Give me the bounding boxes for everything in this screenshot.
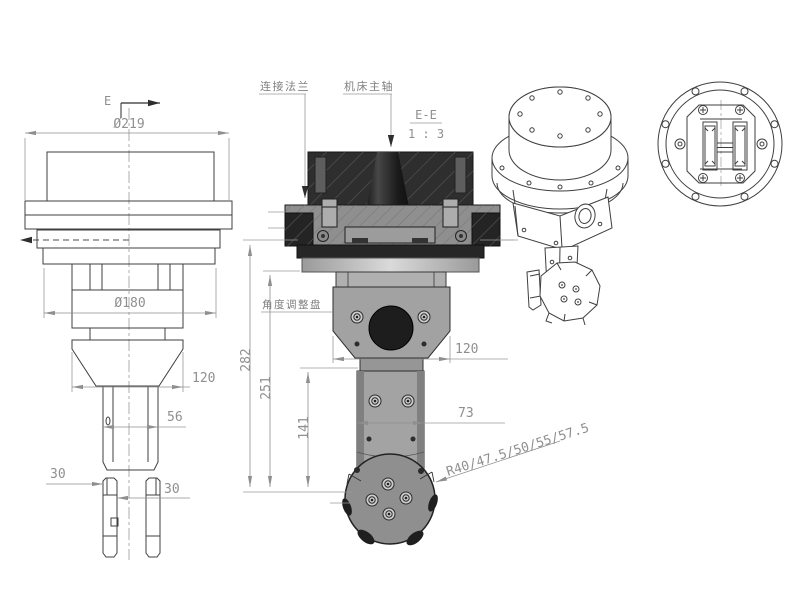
label-section-ee: E-E [415, 108, 437, 122]
label-section-scale: 1 : 3 [408, 127, 444, 141]
dim-width-30-left: 30 [50, 467, 66, 482]
dim-height-141: 141 [297, 416, 312, 439]
dim-diameter-219: Ø219 [113, 117, 144, 132]
bottom-view-plate [686, 104, 756, 184]
bottom-view [657, 81, 783, 207]
label-connecting-flange: 连接法兰 [260, 79, 310, 93]
dim-width-120-side: 120 [192, 371, 215, 386]
label-machine-spindle: 机床主轴 [344, 79, 394, 93]
dim-width-56: 56 [167, 410, 183, 425]
flange-bolt-left [321, 198, 338, 228]
angle-dial [368, 305, 414, 351]
dim-height-282: 282 [239, 348, 254, 371]
label-angle-adjustment-plate: 角度调整盘 [262, 298, 322, 311]
dim-diameter-180: Ø180 [114, 296, 145, 311]
isometric-view [480, 86, 629, 326]
dim-height-251: 251 [259, 376, 274, 399]
dim-width-73: 73 [458, 406, 474, 421]
dim-width-30-right: 30 [164, 482, 180, 497]
left-side-view: E Ø219 Ø180 [20, 94, 233, 560]
label-cutter-radius-note: R40/47.5/50/55/57.5 [445, 421, 591, 480]
flange-bolt-right [442, 198, 459, 228]
flange-cylinder [301, 257, 480, 273]
section-label-e: E [104, 94, 111, 108]
bottom-view-outer-ring [657, 81, 783, 207]
dim-width-120-front: 120 [455, 342, 478, 357]
